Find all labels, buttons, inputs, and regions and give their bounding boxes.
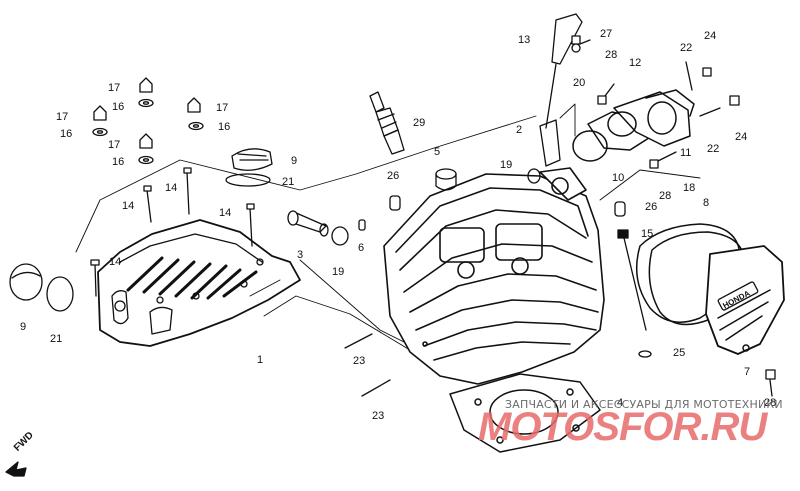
sealing-plug <box>435 168 457 191</box>
part-label: 24 <box>735 131 748 143</box>
part-label: 21 <box>282 176 295 188</box>
part-label: 14 <box>165 182 178 194</box>
spark-plug <box>369 91 405 155</box>
part-label: 14 <box>219 207 232 219</box>
studs-and-nuts <box>571 35 740 169</box>
part-label: 16 <box>112 101 125 113</box>
part-label: 28 <box>605 49 618 61</box>
part-label: 24 <box>704 30 717 42</box>
part-label: 23 <box>353 355 366 367</box>
fwd-arrow-icon <box>5 461 27 477</box>
part-label: 3 <box>297 249 304 261</box>
part-label: 28 <box>764 397 777 409</box>
part-label: 9 <box>20 321 27 333</box>
tappet-cap-left <box>9 263 74 312</box>
tappet-cap-top <box>225 148 273 187</box>
part-label: 5 <box>434 146 441 158</box>
tube-and-bracket <box>539 13 591 167</box>
part-label: 19 <box>332 266 345 278</box>
part-label: 12 <box>629 57 642 69</box>
part-label: 20 <box>573 77 586 89</box>
intake-manifold <box>572 89 695 162</box>
part-label: 25 <box>673 347 686 359</box>
o-ring-19 <box>331 168 541 246</box>
part-label: 14 <box>122 200 135 212</box>
side-cover-and-gaskets <box>635 223 785 355</box>
part-label: 29 <box>413 117 426 129</box>
part-label: 2 <box>516 124 523 136</box>
honda-nameplate <box>717 281 759 311</box>
part-label: 16 <box>218 121 231 133</box>
long-bolt-15 <box>617 229 647 331</box>
bolt-14-group <box>90 167 255 297</box>
part-label: 22 <box>680 42 693 54</box>
dowel-26 <box>389 195 626 217</box>
fitting-3 <box>287 210 329 237</box>
part-label: 4 <box>617 397 624 409</box>
cylinder-head-cover <box>97 219 301 347</box>
part-label: 13 <box>518 34 531 46</box>
cap-nuts-and-washers <box>92 77 204 165</box>
part-label: 11 <box>680 147 692 159</box>
part-label: 6 <box>358 242 365 254</box>
part-label: 8 <box>703 197 710 209</box>
cylinder-head <box>383 167 605 385</box>
part-label: 28 <box>659 190 672 202</box>
part-label: 17 <box>216 102 229 114</box>
part-label: 15 <box>641 228 654 240</box>
part-label: 17 <box>108 82 121 94</box>
part-label: 1 <box>257 354 264 366</box>
watermark-text: ЗАПЧАСТИ И АКСЕССУАРЫ ДЛЯ МОТОТЕХНИКИ <box>505 398 783 411</box>
washer-25 <box>638 350 652 358</box>
part-label: 16 <box>60 128 73 140</box>
part-label: 23 <box>372 410 385 422</box>
studs-23 <box>344 333 391 397</box>
part-label: 19 <box>500 159 513 171</box>
part-label: 18 <box>683 182 696 194</box>
part-label: 21 <box>50 333 63 345</box>
part-label: 10 <box>612 172 625 184</box>
part-label: 17 <box>56 111 69 123</box>
part-label: 14 <box>109 256 122 268</box>
part-label: 26 <box>387 170 400 182</box>
head-gasket <box>449 373 601 453</box>
part-label: 27 <box>600 28 613 40</box>
part-label: 9 <box>291 155 298 167</box>
part-label: 7 <box>744 366 751 378</box>
dowel-pin-6 <box>358 219 366 231</box>
part-label: 16 <box>112 156 125 168</box>
watermark-logo: MOTOSFOR.RU <box>478 405 767 449</box>
bolt-28-bottom <box>765 369 776 397</box>
part-label: 22 <box>707 143 720 155</box>
part-label: 17 <box>108 139 121 151</box>
part-label: 26 <box>645 201 658 213</box>
